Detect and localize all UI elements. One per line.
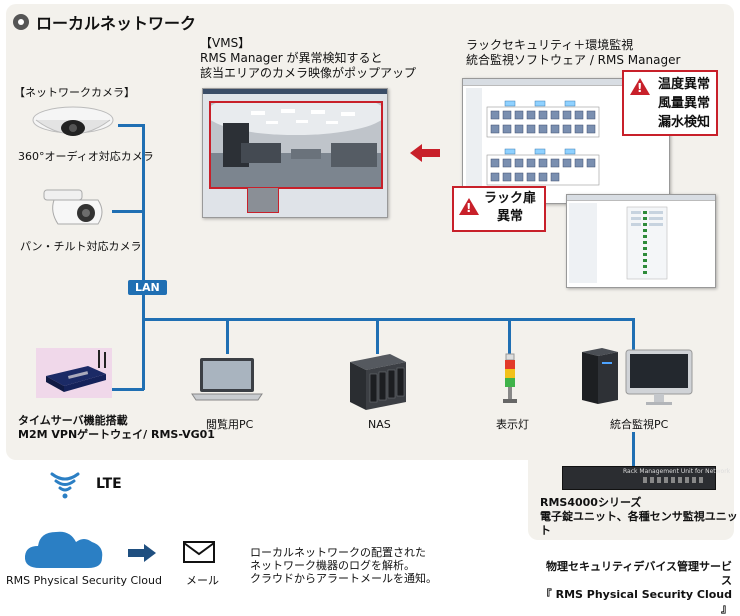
nas-icon — [350, 354, 406, 410]
vms-thumbnail — [247, 187, 279, 213]
lan-drop-nas — [376, 318, 379, 354]
vms-screenshot — [202, 88, 388, 218]
lan-link-router — [112, 388, 144, 391]
camera-ptz-label: パン・チルト対応カメラ — [20, 240, 142, 253]
lan-badge: LAN — [128, 280, 167, 295]
alert-temperature: 温度異常 — [658, 77, 711, 92]
lan-drop-monitor — [632, 318, 635, 354]
vms-titlebar — [203, 89, 387, 94]
office-camera-view — [211, 103, 381, 187]
lamp-label: 表示灯 — [496, 418, 529, 431]
service-caption: 物理セキュリティデバイス管理サービス 『 RMS Physical Securi… — [536, 560, 732, 616]
cloud-description: ローカルネットワークの配置された ネットワーク機器のログを解析。 クラウドからア… — [250, 546, 437, 585]
rms-titlebar — [463, 79, 669, 86]
rms4000-ports — [643, 477, 703, 483]
rack-layout-map — [486, 100, 600, 186]
rms-detail-titlebar — [567, 195, 715, 201]
camera-heading: 【ネットワークカメラ】 — [14, 86, 135, 99]
environment-alert-box: 温度異常 風量異常 漏水検知 — [622, 70, 718, 136]
lan-bus-line — [142, 318, 634, 321]
description-line2: ネットワーク機器のログを解析。 — [250, 559, 415, 572]
mail-label: メール — [186, 574, 219, 587]
vms-caption-line2: RMS Manager が異常検知すると — [200, 51, 383, 65]
rms4000-panel-text: Rack Management Unit for Network — [623, 468, 731, 475]
warning-icon — [630, 78, 650, 95]
lan-drop-rms4000 — [632, 432, 635, 466]
alert-water-leak: 漏水検知 — [658, 115, 711, 130]
lte-label: LTE — [96, 476, 122, 492]
cloud-icon — [24, 531, 103, 568]
vpn-router-icon — [46, 350, 106, 392]
door-alert-box: ラック扉 異常 — [452, 186, 546, 232]
dome-camera-icon — [32, 106, 114, 136]
rms4000-label-line1: RMS4000シリーズ — [540, 496, 642, 509]
signal-lamp-icon — [503, 353, 517, 403]
ptz-camera-icon — [43, 189, 103, 225]
rack-caption-line2: 統合監視ソフトウェア / RMS Manager — [466, 53, 681, 67]
network-bullet-icon — [13, 14, 29, 30]
left-arrow-icon — [410, 144, 440, 162]
lan-link-cam1 — [118, 124, 144, 127]
lan-link-cam2 — [112, 210, 144, 213]
lan-drop-lamp — [508, 318, 511, 354]
description-line3: クラウドからアラートメールを通知。 — [250, 572, 437, 585]
vms-caption-line1: 【VMS】 — [200, 36, 251, 50]
monitor-pc-label: 統合監視PC — [610, 418, 669, 431]
rack-caption: ラックセキュリティ＋環境監視 統合監視ソフトウェア / RMS Manager — [466, 38, 680, 68]
rms4000-unit: Rack Management Unit for Network — [562, 466, 730, 490]
workstation-icon — [582, 348, 693, 405]
nas-label: NAS — [368, 418, 391, 431]
section-header: ローカルネットワーク — [12, 10, 196, 34]
router-label-line2: M2M VPNゲートウェイ/ RMS-VG01 — [18, 428, 215, 441]
rack-caption-line1: ラックセキュリティ＋環境監視 — [466, 38, 634, 52]
door-alert-line2: 異常 — [497, 209, 524, 224]
description-line1: ローカルネットワークの配置された — [250, 546, 426, 559]
cloud-label: RMS Physical Security Cloud — [6, 574, 162, 587]
rms-detail-screenshot — [566, 194, 716, 288]
rack-unit-view — [626, 206, 668, 280]
router-label-line1: タイムサーバ機能搭載 — [18, 414, 128, 427]
mail-icon — [183, 541, 215, 563]
rms4000-label-line2: 電子錠ユニット、各種センサ監視ユニット — [540, 510, 738, 537]
rms-sidebar — [466, 88, 482, 198]
local-network-area-extension — [528, 440, 734, 540]
right-arrow-icon — [128, 544, 156, 562]
alert-airflow: 風量異常 — [658, 96, 711, 111]
rms-detail-sidebar — [569, 203, 597, 283]
lan-drop-pc — [226, 318, 229, 354]
door-alert-line1: ラック扉 — [484, 191, 537, 206]
lan-trunk-line — [142, 124, 145, 390]
camera-360-label: 360°オーディオ対応カメラ — [18, 150, 154, 163]
pc-label: 閲覧用PC — [206, 418, 254, 431]
section-title: ローカルネットワーク — [36, 14, 197, 33]
service-line1: 物理セキュリティデバイス管理サービス — [545, 560, 732, 587]
router-label: タイムサーバ機能搭載 M2M VPNゲートウェイ/ RMS-VG01 — [18, 414, 215, 442]
rms4000-label: RMS4000シリーズ 電子錠ユニット、各種センサ監視ユニット — [540, 496, 740, 538]
service-line2: 『 RMS Physical Security Cloud 』 — [540, 588, 732, 615]
warning-icon — [459, 198, 479, 215]
laptop-icon — [191, 358, 263, 401]
lte-signal-icon — [50, 472, 80, 499]
vms-caption: 【VMS】 RMS Manager が異常検知すると 該当エリアのカメラ映像がポ… — [200, 36, 416, 81]
vms-caption-line3: 該当エリアのカメラ映像がポップアップ — [200, 66, 417, 80]
vms-camera-popup — [209, 101, 383, 189]
